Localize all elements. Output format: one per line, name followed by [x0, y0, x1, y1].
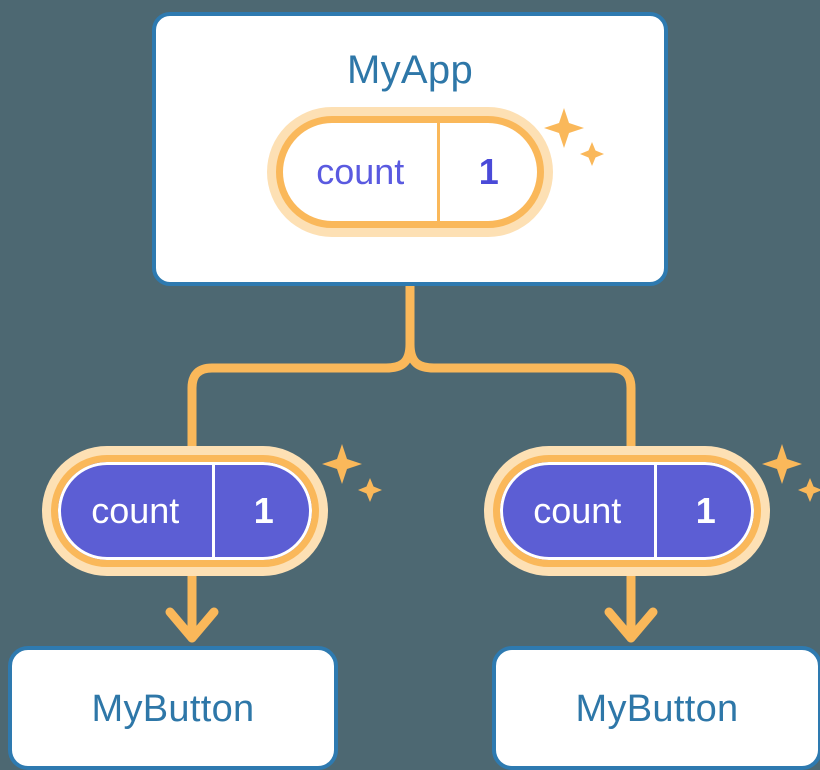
arrow-head-left [165, 607, 219, 643]
signal-name: count [58, 462, 216, 560]
signal-pill-right[interactable]: count 1 [493, 455, 761, 567]
signal-value: 1 [253, 490, 274, 531]
component-label: MyButton [575, 688, 739, 730]
component-card-mybutton-left[interactable]: MyButton [8, 646, 338, 770]
component-label: MyButton [91, 688, 255, 730]
signal-value: 1 [695, 490, 716, 531]
connector-branch-left [187, 339, 415, 453]
signal-name: count [283, 123, 441, 221]
signal-value: 1 [478, 151, 499, 192]
signal-pill-app[interactable]: count 1 [276, 116, 544, 228]
connector-branch-right [405, 339, 636, 453]
component-card-mybutton-right[interactable]: MyButton [492, 646, 820, 770]
page-title: MyApp [347, 48, 473, 92]
arrow-head-right [604, 607, 658, 643]
signal-pill-left[interactable]: count 1 [51, 455, 319, 567]
signal-name: count [500, 462, 658, 560]
